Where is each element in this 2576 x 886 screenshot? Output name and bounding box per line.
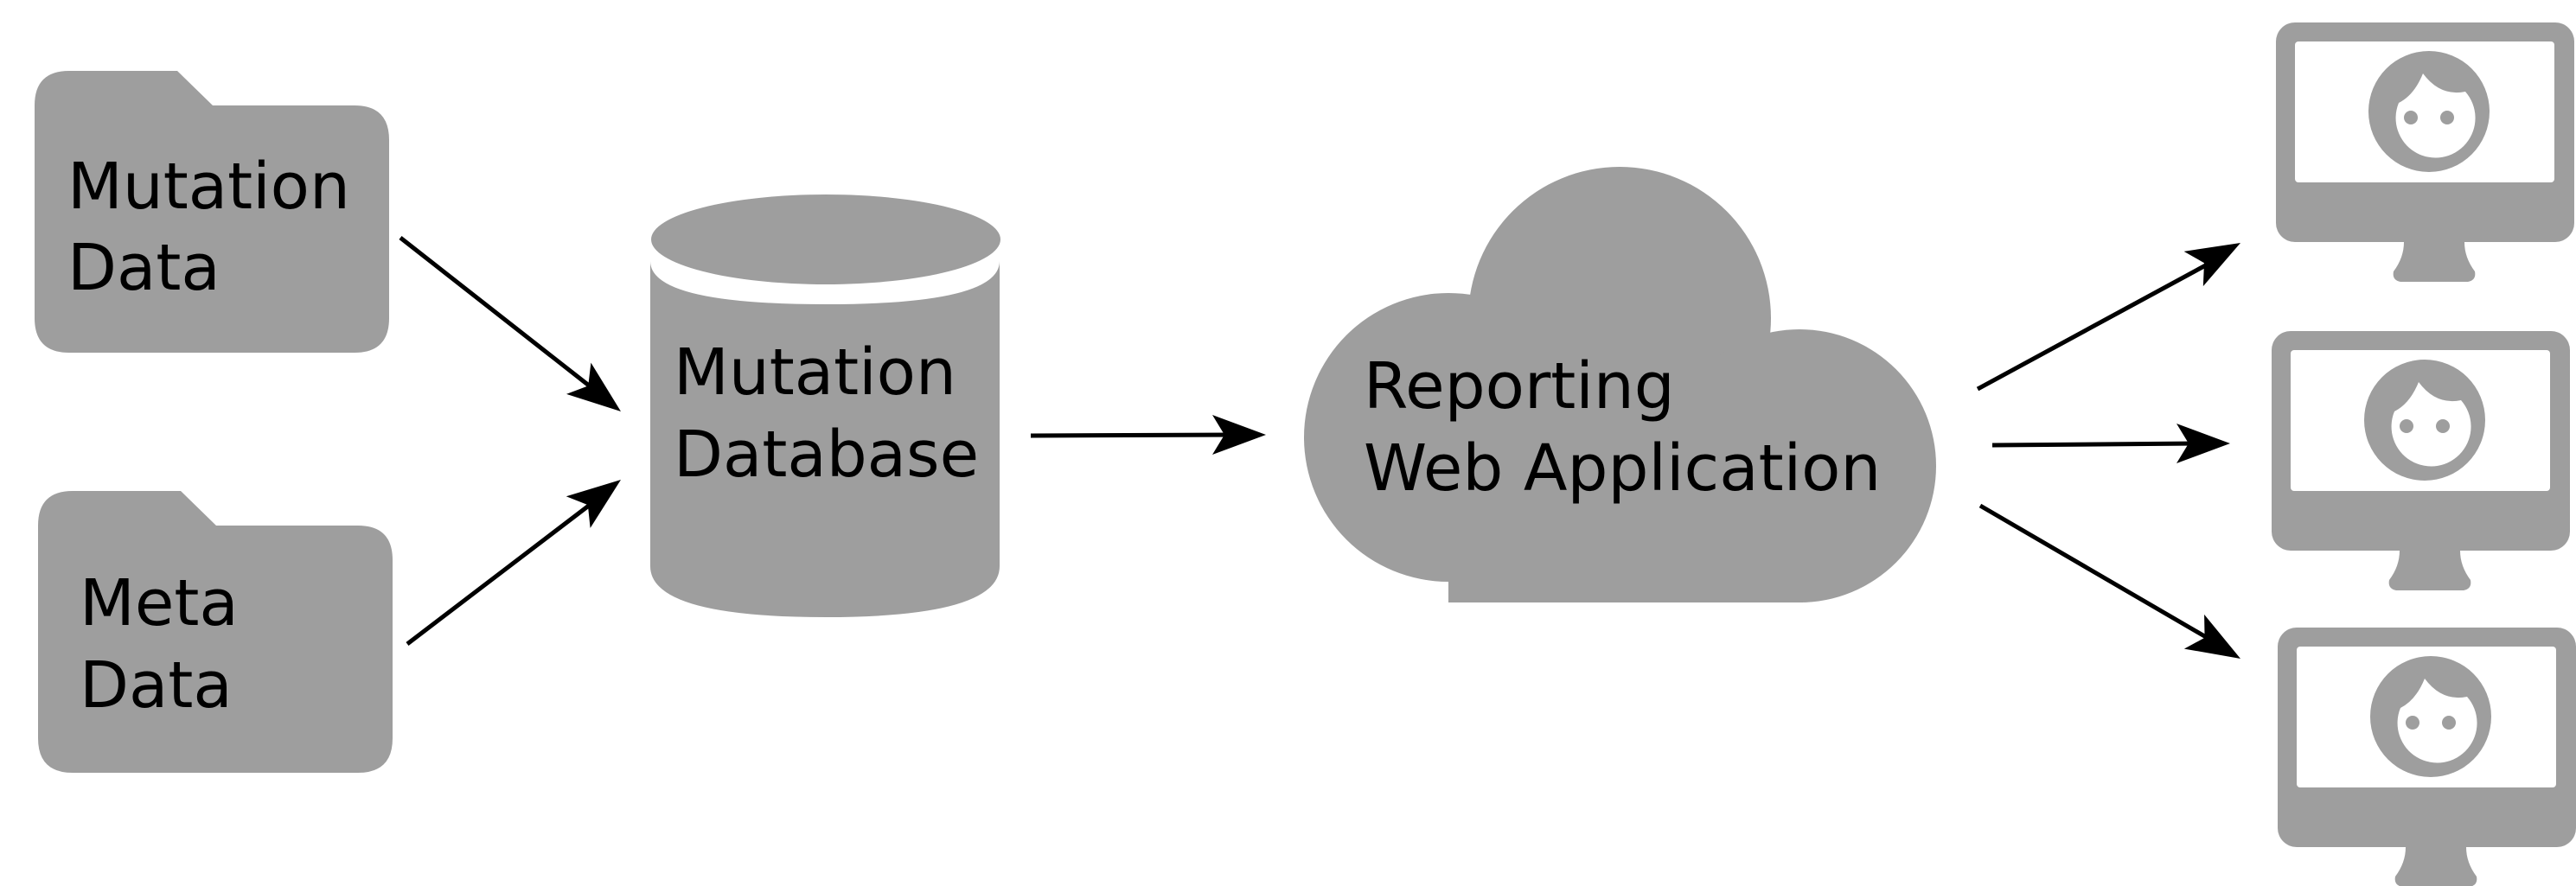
edge-meta-data-to-database [406, 480, 621, 646]
monitor-user-icon [2272, 331, 2570, 590]
arrowhead-icon [1212, 415, 1266, 455]
arrowhead-icon [2183, 614, 2240, 659]
node-label-line: Mutation [674, 335, 956, 410]
arrowhead-icon [2183, 243, 2240, 287]
node-label-line: Web Application [1364, 431, 1881, 506]
node-reporting-web-application: Reporting Web Application [1304, 167, 1936, 602]
node-label-line: Meta [80, 566, 239, 641]
monitor-user-icon [2278, 628, 2576, 886]
arrowhead-icon [566, 362, 621, 411]
node-label-line: Database [674, 418, 979, 492]
folder-icon [38, 491, 393, 773]
node-meta-data: Meta Data [38, 491, 393, 773]
node-label-line: Mutation [67, 150, 350, 224]
folder-icon [35, 71, 389, 353]
node-label-line: Data [67, 231, 221, 305]
svg-text:Mutation Data: Mutation Data [67, 150, 370, 305]
database-icon [650, 194, 1000, 617]
node-label-line: Reporting [1364, 349, 1675, 424]
arrowhead-icon [566, 480, 621, 528]
monitor-user-icon [2276, 22, 2574, 282]
edge-application-to-client-3 [1978, 503, 2240, 659]
cloud-icon [1304, 167, 1936, 602]
node-client-3 [2278, 628, 2576, 886]
arrowhead-icon [2176, 424, 2230, 463]
svg-text:Mutation Database: Mutation Database [674, 335, 979, 492]
node-label-line: Data [80, 648, 233, 723]
node-mutation-data: Mutation Data [35, 71, 389, 353]
edge-application-to-client-1 [1976, 243, 2240, 392]
edge-application-to-client-2 [1991, 424, 2230, 463]
edge-mutation-data-to-database [399, 236, 621, 411]
node-client-2 [2272, 331, 2570, 590]
svg-text:Meta Data: Meta Data [80, 566, 259, 723]
edge-database-to-application [1030, 415, 1266, 455]
svg-text:Reporting Web Applicatio: Reporting Web Application [1364, 349, 1881, 506]
node-client-1 [2276, 22, 2574, 282]
node-mutation-database: Mutation Database [650, 194, 1000, 617]
